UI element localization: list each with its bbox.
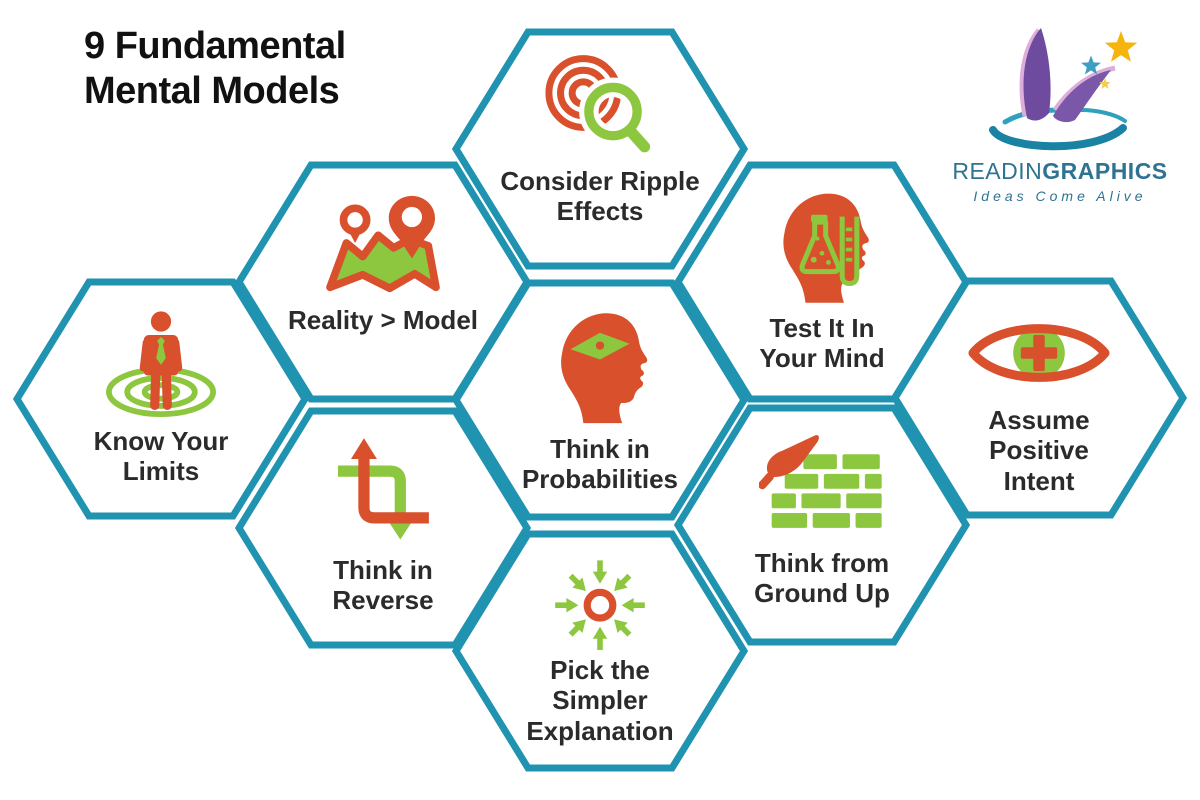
hexagon-think-in-probabilities: Think in Probabilities (452, 279, 748, 521)
hexagon-think-in-reverse: Think in Reverse (235, 407, 531, 649)
hexagon-outline (891, 277, 1187, 519)
hexagon-label: Know Your Limits (93, 426, 229, 487)
brand-name-regular: READIN (952, 158, 1043, 184)
hexagon-label: Think from Ground Up (754, 548, 890, 609)
hexagon-label: Pick the Simpler Explanation (526, 655, 674, 746)
page-title: 9 Fundamental Mental Models (84, 25, 346, 112)
hexagon-label: Consider Ripple Effects (500, 166, 700, 227)
hexagon-outline (235, 407, 531, 649)
hexagon-outline (452, 28, 748, 270)
butterfly-book-logo-icon (989, 28, 1138, 151)
reverse-arrows-icon (337, 438, 429, 540)
hexagon-outline (452, 530, 748, 772)
hexagon-test-it-in-your-mind: Test It In Your Mind (674, 161, 970, 403)
ripple-magnifier-icon (545, 55, 655, 157)
hexagon-label: Test It In Your Mind (759, 313, 885, 374)
brand-name-bold: GRAPHICS (1042, 158, 1168, 184)
hexagon-think-from-ground-up: Think from Ground Up (674, 404, 970, 646)
hexagon-pick-the-simpler-explanation: Pick the Simpler Explanation (452, 530, 748, 772)
hexagon-label: Assume Positive Intent (988, 405, 1090, 496)
brand-logo: READINGRAPHICS Ideas Come Alive (950, 18, 1170, 204)
trowel-bricks-icon (759, 435, 882, 528)
brand-tagline: Ideas Come Alive (973, 188, 1147, 204)
hexagon-consider-ripple-effects: Consider Ripple Effects (452, 28, 748, 270)
hexagon-label: Think in Probabilities (521, 434, 679, 495)
converge-arrows-icon (555, 560, 645, 650)
hexagon-know-your-limits: Know Your Limits (13, 278, 309, 520)
hexagon-assume-positive-intent: Assume Positive Intent (891, 277, 1187, 519)
brand-name: READINGRAPHICS (950, 158, 1170, 185)
eye-plus-icon (968, 324, 1110, 382)
hexagon-label: Think in Reverse (332, 555, 434, 616)
map-pins-icon (326, 195, 440, 293)
head-diamond-icon (561, 313, 648, 424)
person-rings-icon (106, 311, 216, 418)
hexagon-label: Reality > Model (288, 305, 478, 335)
head-flask-icon (783, 193, 869, 303)
